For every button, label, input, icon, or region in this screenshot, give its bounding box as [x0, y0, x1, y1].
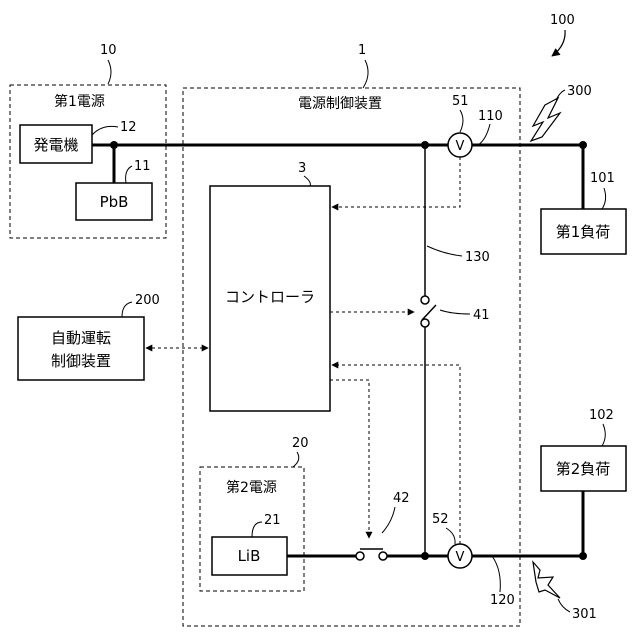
pbb-leader: [126, 166, 132, 183]
load1-leader: [602, 188, 606, 209]
voltmeter-52-symbol: V: [456, 550, 465, 565]
switch-41-top-contact: [421, 296, 429, 304]
lower-line-leader: [492, 556, 500, 592]
switch-41-ref: 41: [473, 308, 490, 323]
controller-leader: [304, 176, 310, 186]
switch-41-bottom-contact: [421, 319, 429, 327]
second-power-ref: 20: [292, 436, 309, 451]
system-ref-label: 100: [550, 13, 575, 28]
autonomous-leader: [122, 302, 132, 317]
system-ref-arrow: [552, 30, 565, 56]
fault-301-ref: 301: [572, 607, 597, 622]
pbb-label: PbB: [100, 193, 129, 211]
switch-42-left-contact: [356, 552, 364, 560]
lib-leader: [252, 522, 262, 537]
power-control-title: 電源制御装置: [298, 96, 382, 112]
fault-300-lightning-icon: [531, 98, 560, 141]
autonomous-ref: 200: [135, 293, 160, 308]
autonomous-line2: 制御装置: [51, 352, 111, 370]
link-line-ref: 130: [465, 250, 490, 265]
voltmeter-51-ref: 51: [452, 94, 469, 109]
load2-label: 第2負荷: [556, 460, 611, 478]
first-power-leader: [108, 60, 111, 84]
fault-300-leader: [556, 90, 565, 100]
generator-leader: [92, 126, 118, 135]
upper-line-leader: [478, 124, 490, 145]
second-power-leader: [293, 452, 299, 467]
v51-to-controller-signal: [332, 157, 460, 207]
controller-to-switch42-signal: [330, 380, 369, 538]
power-control-ref: 1: [358, 43, 366, 58]
first-power-ref: 10: [100, 43, 117, 58]
switch-41-blade: [422, 305, 436, 320]
fault-301-lightning-icon: [533, 562, 560, 598]
lib-label: LiB: [238, 547, 261, 565]
generator-ref: 12: [120, 120, 137, 135]
load1-ref: 101: [590, 171, 615, 186]
switch-41-leader: [440, 310, 470, 314]
voltmeter-52-leader: [446, 528, 455, 544]
voltmeter-52-ref: 52: [432, 512, 449, 527]
link-line-leader: [427, 246, 462, 256]
lib-ref: 21: [264, 513, 281, 528]
voltmeter-51-leader: [460, 110, 463, 132]
switch-42-leader: [382, 507, 395, 533]
second-power-title: 第2電源: [226, 479, 277, 496]
pbb-node: [110, 141, 118, 149]
upper-line-ref: 110: [478, 109, 503, 124]
lower-line-ref: 120: [490, 593, 515, 608]
fault-300-ref: 300: [567, 84, 592, 99]
first-power-title: 第1電源: [54, 93, 105, 110]
voltmeter-51-symbol: V: [456, 139, 465, 154]
switch-42-right-contact: [379, 552, 387, 560]
load2-leader: [602, 424, 605, 446]
load1-label: 第1負荷: [556, 223, 611, 241]
autonomous-line1: 自動運転: [51, 329, 111, 347]
controller-label: コントローラ: [225, 288, 315, 306]
generator-label: 発電機: [33, 136, 78, 154]
load2-ref: 102: [589, 408, 614, 423]
fault-301-leader: [558, 599, 570, 612]
pbb-ref: 11: [134, 159, 151, 174]
power-control-leader: [363, 60, 368, 88]
autonomous-box: [18, 317, 144, 380]
controller-ref: 3: [298, 161, 306, 176]
switch-42-ref: 42: [393, 491, 410, 506]
